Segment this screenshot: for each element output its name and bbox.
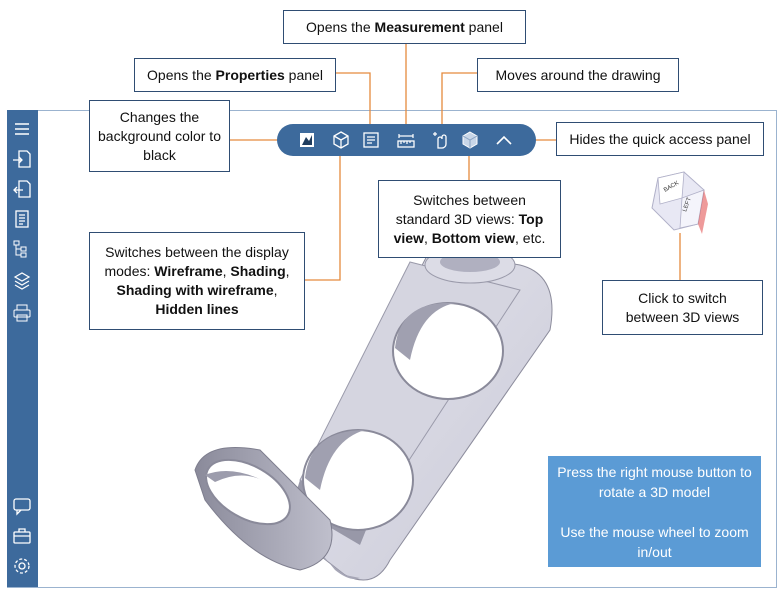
background-callout: Changes the background color to black: [89, 100, 230, 172]
display-mode-callout: Switches between the display modes: Wire…: [89, 232, 305, 330]
left-sidebar: [7, 110, 38, 587]
layers-icon[interactable]: [11, 270, 33, 292]
comment-icon[interactable]: [11, 495, 33, 517]
view-cube-callout: Click to switch between 3D views: [602, 280, 763, 335]
standard-views-callout: Switches between standard 3D views: Top …: [378, 180, 561, 258]
tree-icon[interactable]: [11, 238, 33, 260]
view-cube[interactable]: BACK LEFT: [640, 168, 720, 238]
display-mode-icon[interactable]: [330, 129, 352, 151]
export-icon[interactable]: [11, 178, 33, 200]
rotate-instruction: Press the right mouse button to rotate a…: [557, 464, 752, 500]
background-color-icon[interactable]: [296, 129, 318, 151]
menu-icon[interactable]: [11, 118, 33, 140]
quick-access-toolbar: [277, 124, 536, 156]
print-icon[interactable]: [11, 302, 33, 324]
moves-callout: Moves around the drawing: [477, 58, 679, 92]
properties-callout: Opens the Properties panel: [134, 58, 336, 92]
measurement-callout: Opens the Measurement panel: [283, 10, 526, 44]
measurement-icon[interactable]: [395, 129, 417, 151]
standard-views-icon[interactable]: [459, 129, 481, 151]
properties-icon[interactable]: [360, 129, 382, 151]
view-cube-left-label: LEFT: [682, 197, 693, 213]
briefcase-icon[interactable]: [11, 525, 33, 547]
hide-panel-icon[interactable]: [493, 129, 515, 151]
hide-panel-callout: Hides the quick access panel: [556, 122, 764, 156]
document-icon[interactable]: [11, 208, 33, 230]
pan-icon[interactable]: [429, 129, 451, 151]
import-icon[interactable]: [11, 148, 33, 170]
settings-icon[interactable]: [11, 555, 33, 577]
zoom-instruction: Use the mouse wheel to zoom in/out: [560, 524, 749, 560]
mouse-instructions-box: Press the right mouse button to rotate a…: [548, 456, 761, 567]
